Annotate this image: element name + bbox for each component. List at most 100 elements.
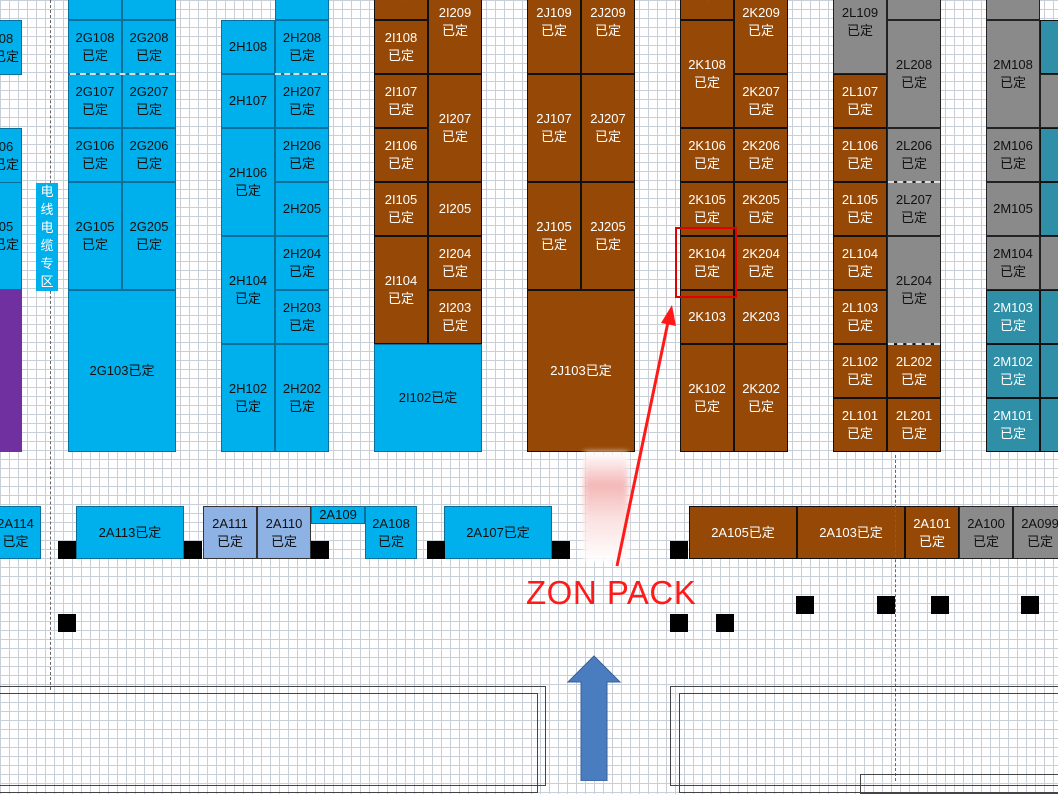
booth-2g209[interactable]: 已定 [122, 0, 176, 20]
booth-2h107[interactable]: 2H107 [221, 74, 275, 128]
booth-2i205[interactable]: 2I205 [428, 182, 482, 236]
booth-2g103[interactable]: 2G103已定 [68, 290, 176, 452]
booth-2k103[interactable]: 2K103 [680, 290, 734, 344]
booth-2j103[interactable]: 2J103已定 [527, 290, 635, 452]
booth-2g109[interactable]: 已定 [68, 0, 122, 20]
booth-2h205[interactable]: 2H205 [275, 182, 329, 236]
booth-2k109[interactable]: 已定 [680, 0, 734, 20]
booth-2n209[interactable]: N [1040, 20, 1058, 74]
booth-2m109[interactable]: 已定 [986, 0, 1040, 20]
booth-2i102[interactable]: 2I102已定 [374, 344, 482, 452]
booth-2a107[interactable]: 2A107已定 [444, 506, 552, 559]
booth-2f105[interactable]: 05已定 [0, 182, 22, 290]
booth-2n201[interactable]: 巨 [1040, 398, 1058, 452]
booth-2m105[interactable]: 2M105 [986, 182, 1040, 236]
booth-2k203[interactable]: 2K203 [734, 290, 788, 344]
booth-2a103[interactable]: 2A103已定 [797, 506, 905, 559]
booth-2n203[interactable]: 巨 [1040, 290, 1058, 344]
booth-2i109[interactable]: 已定 [374, 0, 428, 20]
booth-2a113[interactable]: 2A113已定 [76, 506, 184, 559]
booth-2n208[interactable]: N [1040, 74, 1058, 128]
booth-2n206[interactable]: N [1040, 128, 1058, 182]
booth-2l209[interactable]: 已定 [887, 0, 941, 20]
booth-2a105[interactable]: 2A105已定 [689, 506, 797, 559]
booth-2h108[interactable]: 2H108 [221, 20, 275, 74]
booth-2a109[interactable]: 2A109 [311, 506, 365, 524]
booth-2h209[interactable]: 已定 [275, 0, 329, 20]
booth-2n204[interactable]: N [1040, 236, 1058, 290]
booth-2n205[interactable]: N [1040, 182, 1058, 236]
booth-2n202[interactable]: 巨 [1040, 344, 1058, 398]
